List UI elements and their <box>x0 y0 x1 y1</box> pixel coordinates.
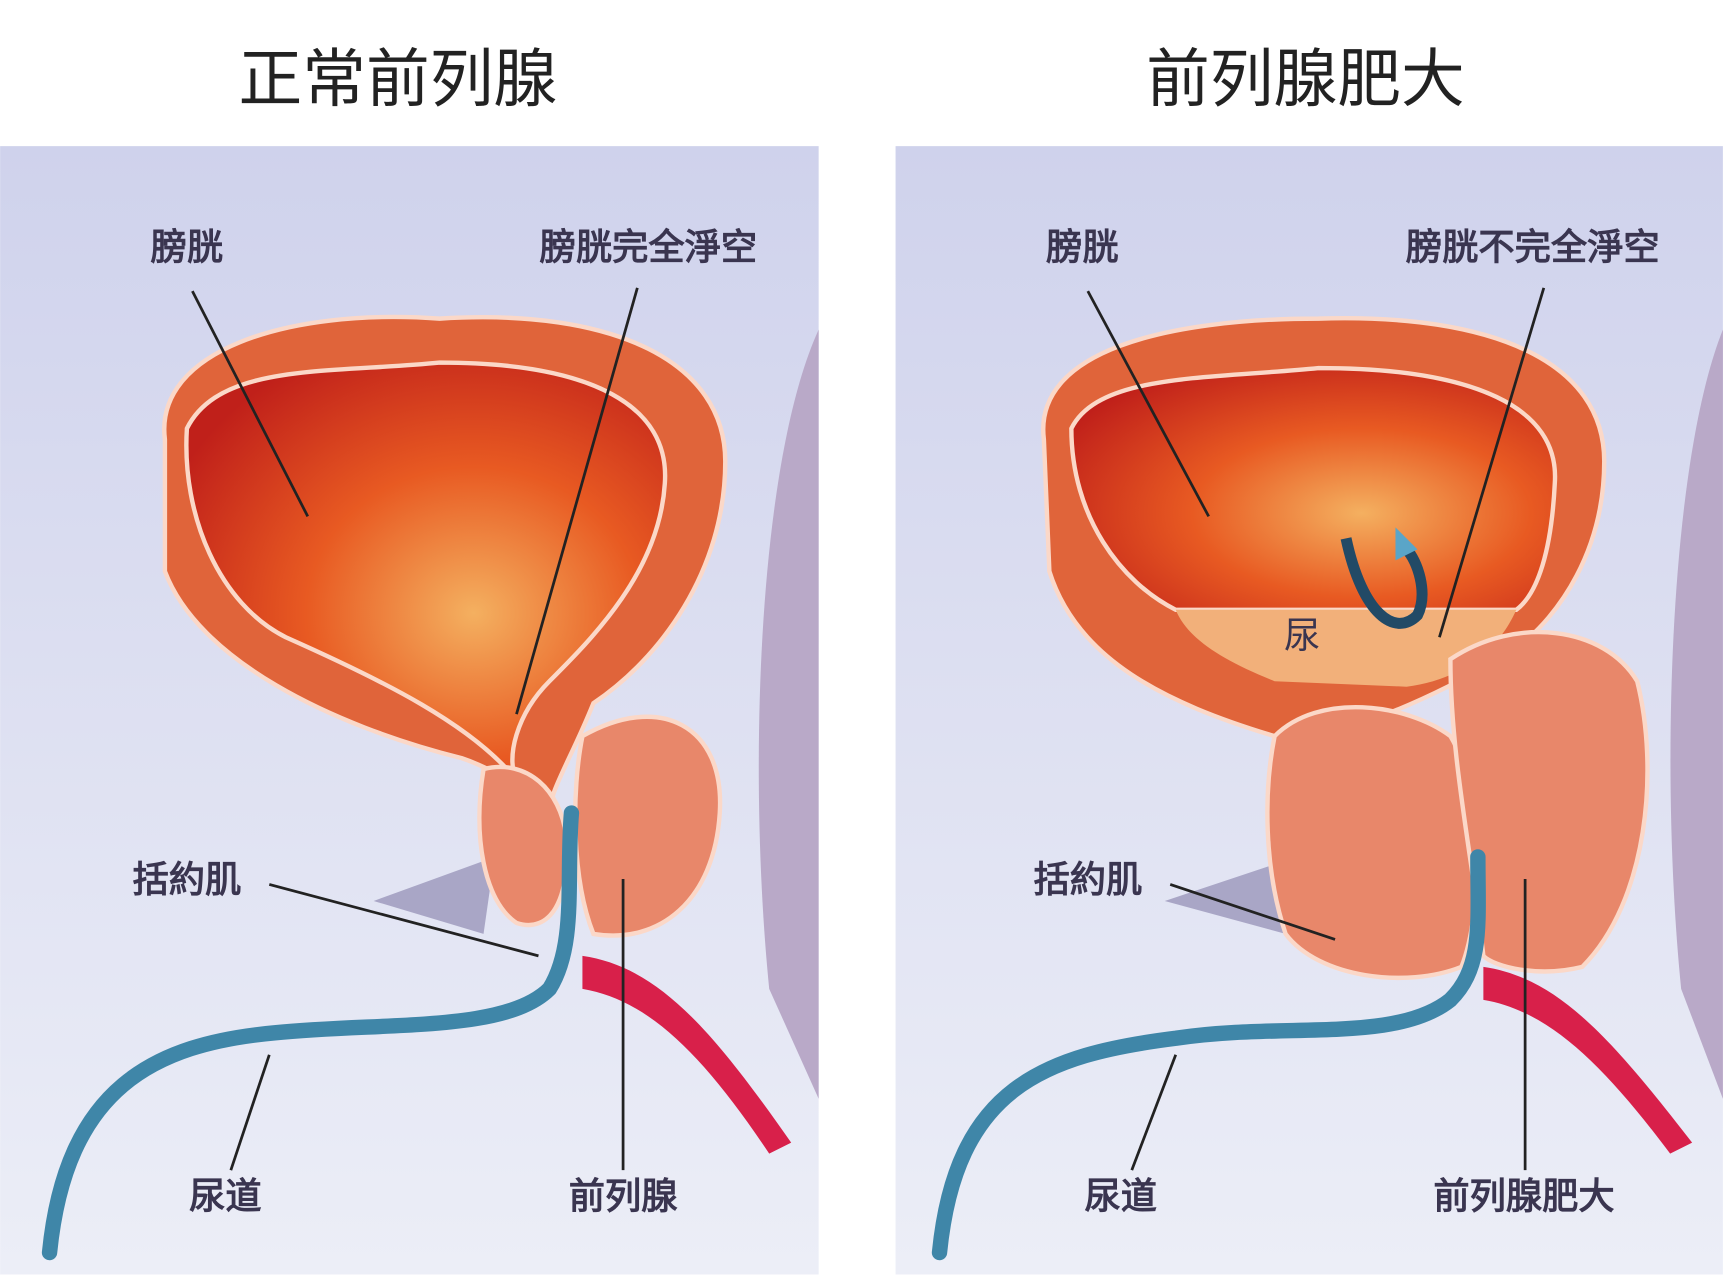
leader-line <box>191 290 309 518</box>
label-prostate: 前列腺 <box>569 1175 679 1218</box>
leader-line <box>1086 290 1210 518</box>
normal-prostate-panel: 正常前列腺 膀胱 膀胱完全淨空 括約肌 尿道 前列腺 <box>0 43 819 1275</box>
label-bladder: 膀胱 <box>1046 225 1119 268</box>
label-bladder: 膀胱 <box>151 225 224 268</box>
leader-line <box>515 287 639 715</box>
leader-line <box>1169 883 1336 941</box>
enlarged-prostate-left-lobe <box>1265 704 1479 981</box>
blood-vessel <box>1483 966 1693 1154</box>
label-urine: 尿 <box>1284 614 1320 657</box>
leader-line <box>1438 287 1546 638</box>
backflow-arrow-icon <box>1340 537 1428 629</box>
urethra <box>41 805 580 1261</box>
prostate-left-lobe <box>477 764 569 927</box>
blood-vessel <box>582 955 792 1154</box>
label-urethra: 尿道 <box>189 1175 262 1218</box>
arrow-head-icon <box>1395 527 1418 561</box>
label-urethra: 尿道 <box>1085 1175 1158 1218</box>
residual-urine <box>1175 609 1517 687</box>
label-sphincter: 括約肌 <box>133 858 242 901</box>
enlarged-prostate-right-lobe <box>1448 629 1650 974</box>
body-tissue <box>758 329 819 1099</box>
urethra <box>931 849 1486 1261</box>
leader-line <box>1130 1054 1178 1171</box>
leader-line <box>268 883 539 958</box>
panel-title: 前列腺肥大 <box>1146 43 1465 117</box>
panel-title: 正常前列腺 <box>239 43 558 117</box>
label-bladder-not-emptied: 膀胱不完全淨空 <box>1406 225 1660 268</box>
label-sphincter: 括約肌 <box>1033 858 1142 901</box>
pelvic-muscle <box>373 856 495 934</box>
bladder-cavity <box>184 360 668 782</box>
body-tissue <box>1670 329 1723 1099</box>
label-bladder-emptied: 膀胱完全淨空 <box>540 225 758 268</box>
label-enlarged-prostate: 前列腺肥大 <box>1433 1175 1614 1218</box>
bladder-cavity <box>1069 365 1558 612</box>
enlarged-prostate-panel: 前列腺肥大 尿 膀胱 膀胱不完全淨空 括約肌 尿道 前列腺肥大 <box>895 43 1723 1275</box>
leader-line <box>229 1054 271 1171</box>
